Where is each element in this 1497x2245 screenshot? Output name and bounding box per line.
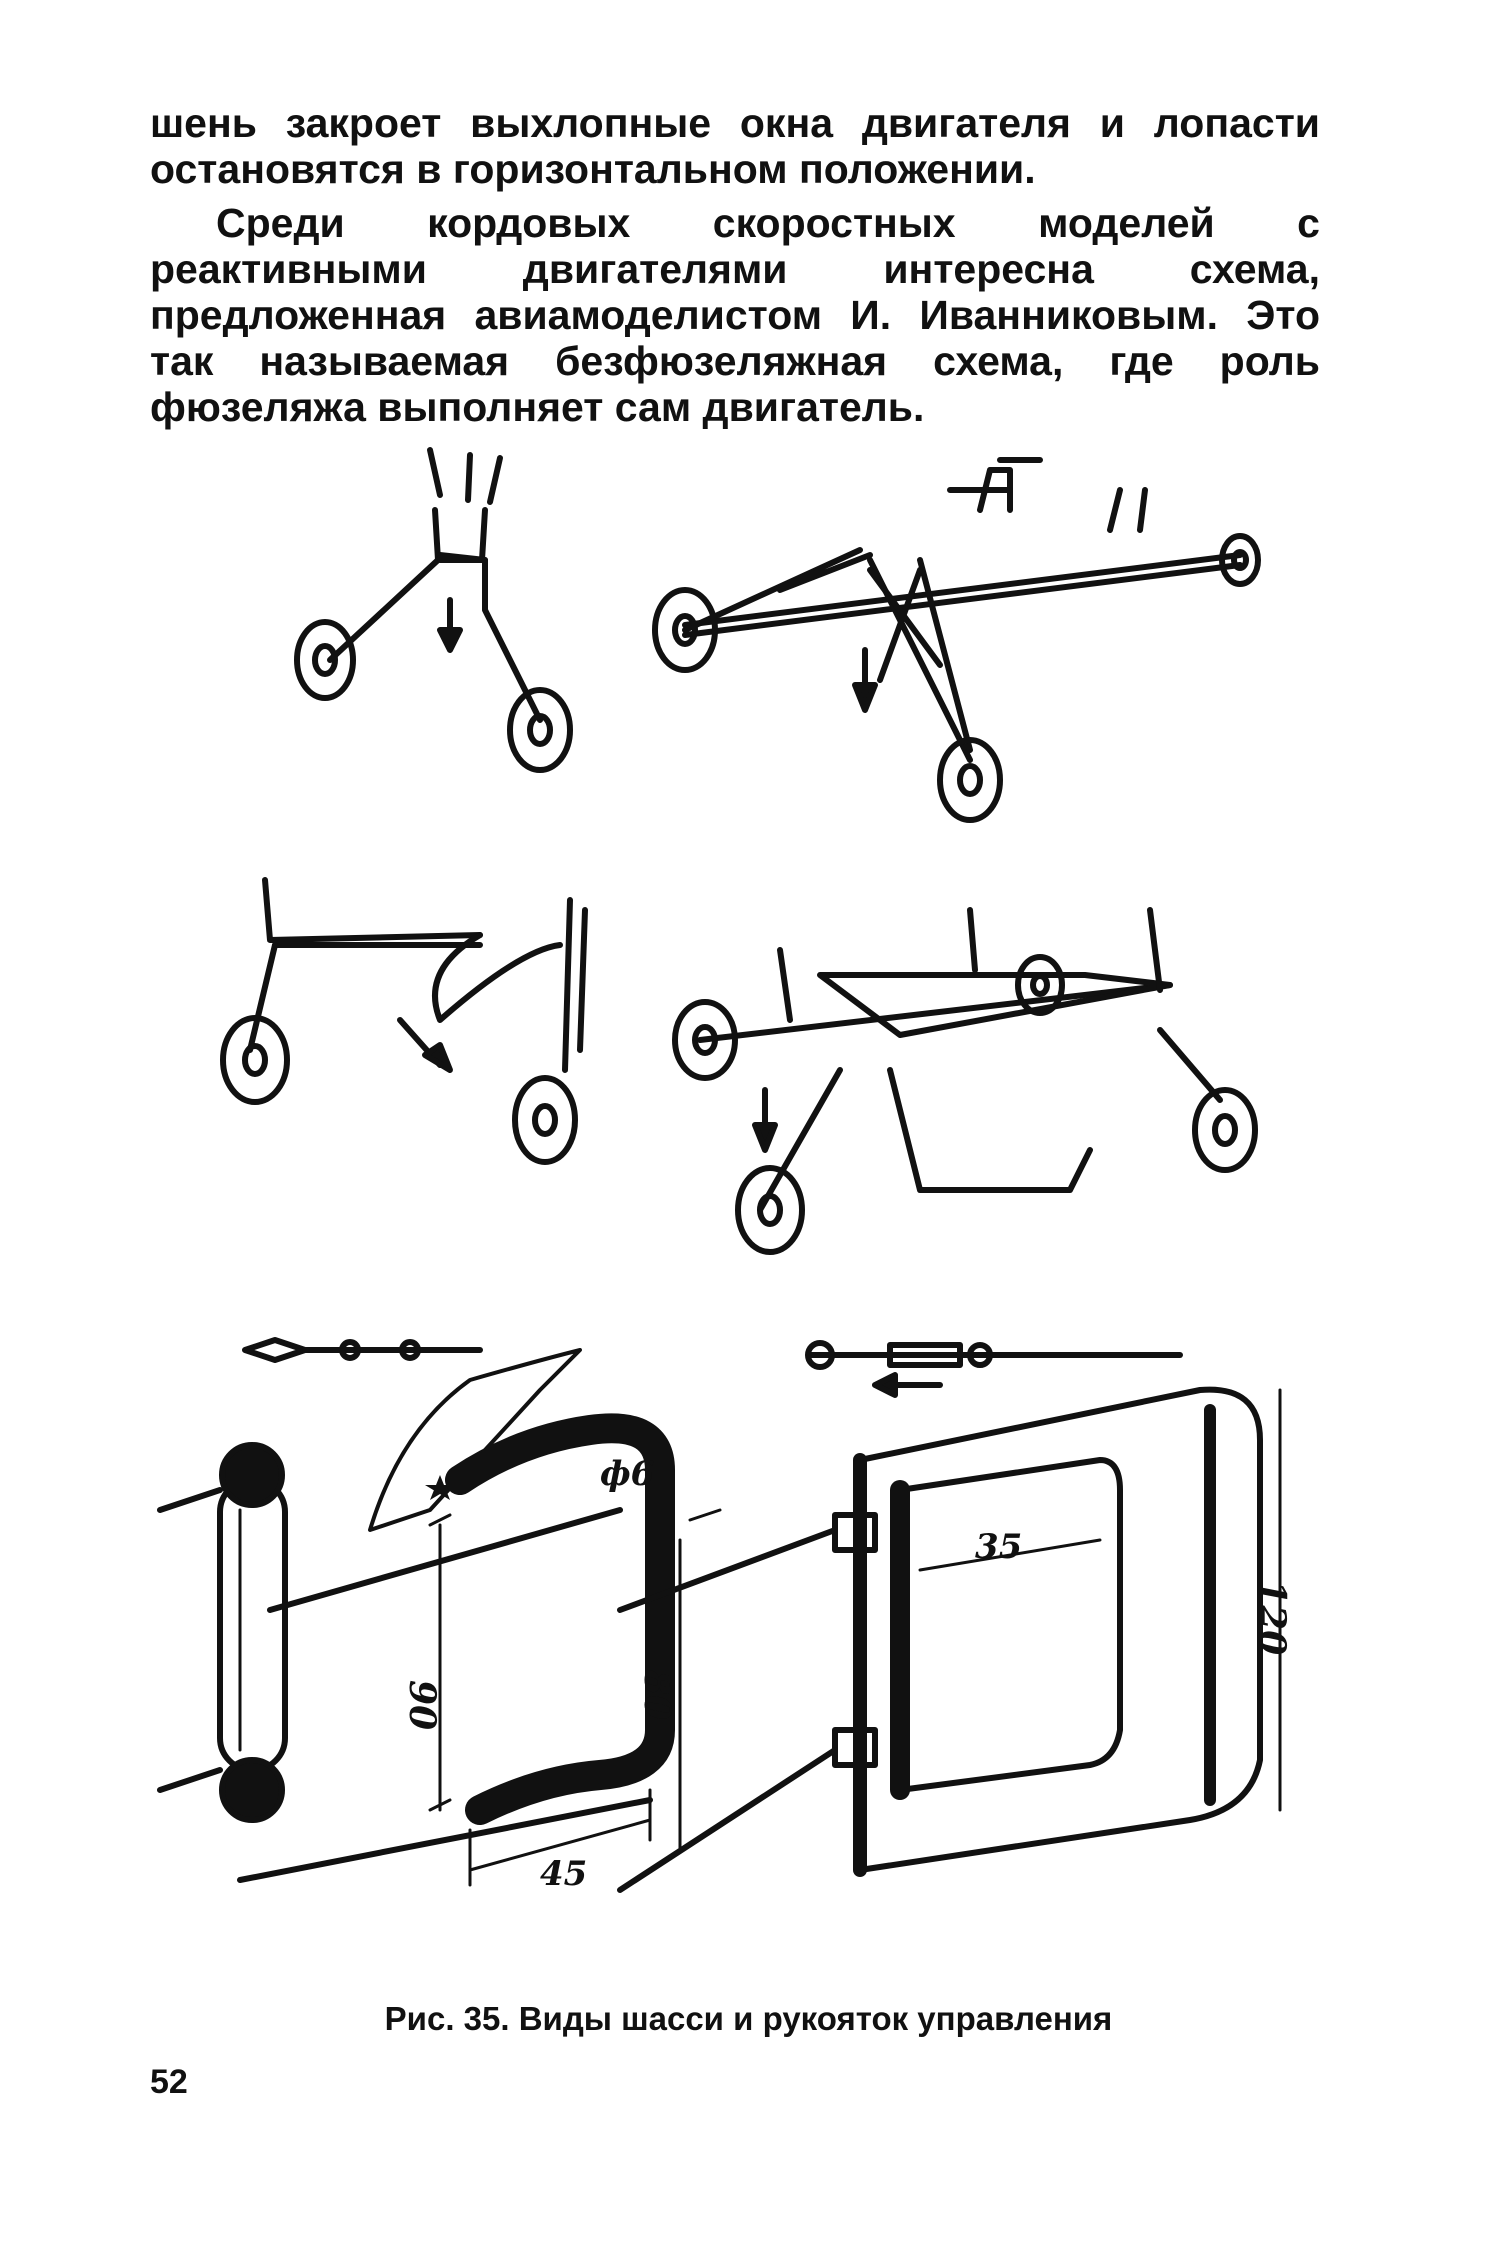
paragraph-2: Среди кордовых скоростных моделей с реак…	[150, 200, 1320, 430]
paragraph-1: шень закроет выхлопные окна двигателя и …	[150, 100, 1320, 192]
figure-35: ф6 90 45 35 80 120	[140, 430, 1340, 1990]
landing-gear-1	[294, 447, 573, 773]
handle-rod	[157, 1442, 288, 1823]
dimension-45: 45	[540, 1854, 587, 1894]
landing-gear-4	[672, 907, 1258, 1255]
dimension-90: 90	[401, 1680, 443, 1730]
dimension-35: 35	[975, 1527, 1022, 1567]
dimension-80: 80	[636, 1669, 678, 1720]
body-text: шень закроет выхлопные окна двигателя и …	[150, 100, 1320, 430]
page-number: 52	[150, 2063, 188, 2101]
dimension-120: 120	[1251, 1580, 1293, 1655]
dimension-phi6: ф6	[600, 1454, 654, 1494]
figure-35-illustration: ф6 90 45 35 80 120	[157, 447, 1293, 1894]
handle-wire	[237, 1348, 722, 1887]
landing-gear-2	[652, 457, 1261, 823]
control-line-fittings	[242, 1337, 1183, 1398]
handle-plate	[617, 1386, 1282, 1893]
figure-caption: Рис. 35. Виды шасси и рукояток управлени…	[384, 2000, 1113, 2037]
landing-gear-3	[220, 877, 588, 1165]
